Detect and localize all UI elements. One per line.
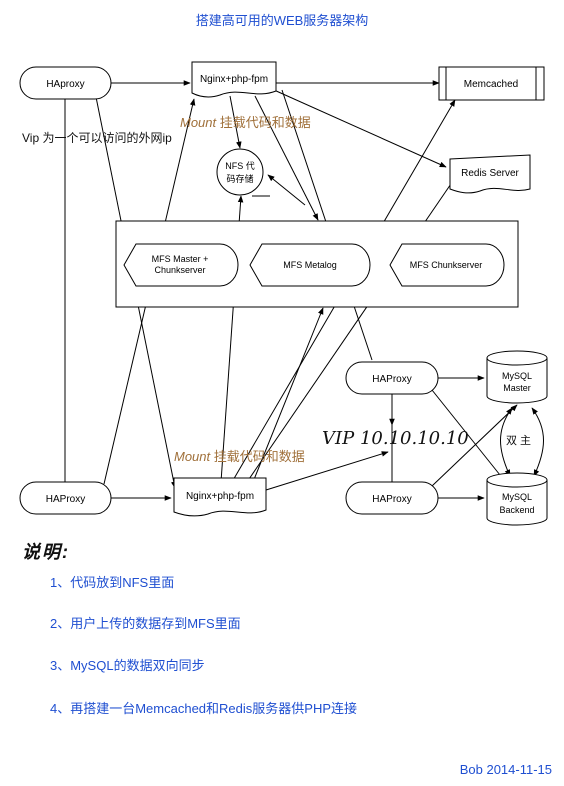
mount-label-bottom-text: 挂载代码和数据	[210, 449, 305, 464]
memcached-label: Memcached	[464, 79, 518, 90]
nginx-top-node: Nginx+php-fpm	[191, 61, 277, 98]
mfs-master-label-line2: Chunkserver	[154, 265, 205, 275]
db-haproxy-top-node: HAProxy	[345, 361, 439, 395]
mysql-backend-node: MySQL Backend	[486, 472, 548, 526]
mysql-master-label-line2: Master	[503, 383, 531, 393]
db-haproxy-bottom-node: HAProxy	[345, 481, 439, 515]
explanation-item-2: 2、用户上传的数据存到MFS里面	[50, 616, 241, 631]
haproxy-bottom-label: HAProxy	[46, 494, 85, 505]
haproxy-bottom-node: HAProxy	[19, 481, 112, 515]
mfs-master-label-line1: MFS Master +	[152, 254, 209, 264]
mount-label-bottom-em: Mount	[174, 449, 211, 464]
nfs-label-line1: NFS 代	[225, 161, 255, 171]
haproxy-top-node: HAproxy	[19, 66, 112, 100]
explanation-heading: 说明:	[22, 542, 70, 562]
mfs-chunkserver-node: MFS Chunkserver	[389, 243, 505, 287]
mfs-metalog-node: MFS Metalog	[249, 243, 371, 287]
explanation-item-3: 3、MySQL的数据双向同步	[50, 658, 205, 673]
haproxy-top-label: HAproxy	[46, 79, 84, 90]
nfs-storage-node: NFS 代 码存储	[216, 148, 270, 197]
nfs-label-line2: 码存储	[226, 173, 253, 184]
memcached-node: Memcached	[438, 66, 545, 101]
db-haproxy-top-label: HAProxy	[372, 374, 411, 385]
mfs-master-node: MFS Master + Chunkserver	[123, 243, 239, 287]
mfs-chunkserver-label: MFS Chunkserver	[410, 260, 483, 270]
explanation-item-1: 1、代码放到NFS里面	[50, 575, 175, 590]
vip-note: Vip 为一个可以访问的外网ip	[22, 131, 172, 145]
author-date: Bob 2014-11-15	[459, 762, 552, 777]
redis-label: Redis Server	[461, 168, 519, 179]
nginx-bottom-node: Nginx+php-fpm	[173, 477, 267, 517]
mount-label-top: Mount 挂载代码和数据	[180, 112, 311, 131]
diagram-title: 搭建高可用的WEB服务器架构	[195, 13, 369, 28]
vip-address: VIP 10.10.10.10	[322, 428, 469, 449]
explanation-item-4: 4、再搭建一台Memcached和Redis服务器供PHP连接	[50, 701, 358, 716]
mysql-backend-label-line2: Backend	[499, 505, 534, 515]
db-haproxy-bottom-label: HAProxy	[372, 494, 411, 505]
mfs-metalog-label: MFS Metalog	[283, 260, 337, 270]
mysql-master-node: MySQL Master	[486, 350, 548, 404]
mount-label-bottom: Mount 挂载代码和数据	[174, 446, 305, 465]
nginx-top-label: Nginx+php-fpm	[200, 74, 268, 85]
redis-node: Redis Server	[449, 154, 531, 194]
mysql-master-label-line1: MySQL	[502, 371, 532, 381]
mount-label-top-em: Mount	[180, 115, 217, 130]
nginx-bottom-label: Nginx+php-fpm	[186, 491, 254, 502]
dual-master-label: 双 主	[506, 435, 532, 447]
mysql-backend-label-line1: MySQL	[502, 492, 532, 502]
mount-label-top-text: 挂载代码和数据	[216, 115, 311, 130]
